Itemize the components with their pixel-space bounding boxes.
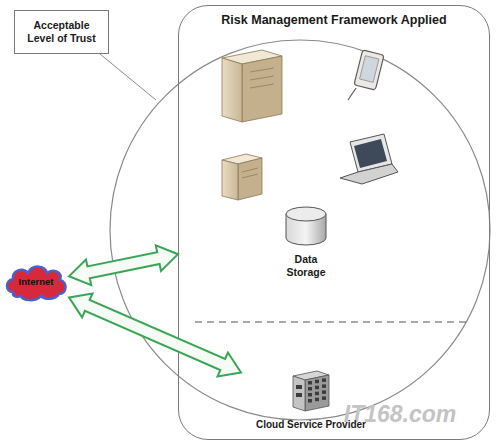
- tablet-device: [348, 50, 384, 100]
- cylinder-symbol: [266, 206, 346, 248]
- double-arrow: [69, 294, 241, 377]
- data-storage: Data Storage: [266, 206, 346, 290]
- cloud-label: Internet: [3, 276, 69, 288]
- small-server: [222, 154, 262, 200]
- tower-server: [222, 50, 282, 122]
- leader-line: [100, 54, 156, 100]
- framework-region: Data StorageCloud Service Provider Risk M…: [178, 5, 490, 440]
- laptop-computer: [340, 134, 398, 184]
- storage-label: Data Storage: [276, 253, 336, 279]
- region-heading: Risk Management Framework Applied: [179, 13, 489, 28]
- internet-cloud: Internet: [3, 262, 69, 304]
- dashed-divider: [195, 321, 470, 322]
- callout-box: Acceptable Level of Trust: [14, 10, 109, 54]
- cloud-provider: Cloud Service Provider: [241, 368, 381, 438]
- provider-label: Cloud Service Provider: [241, 418, 381, 431]
- callout-text: Acceptable Level of Trust: [15, 19, 108, 45]
- trust-ellipse: [110, 40, 490, 420]
- double-arrow: [69, 245, 178, 285]
- building-symbol: [241, 368, 381, 412]
